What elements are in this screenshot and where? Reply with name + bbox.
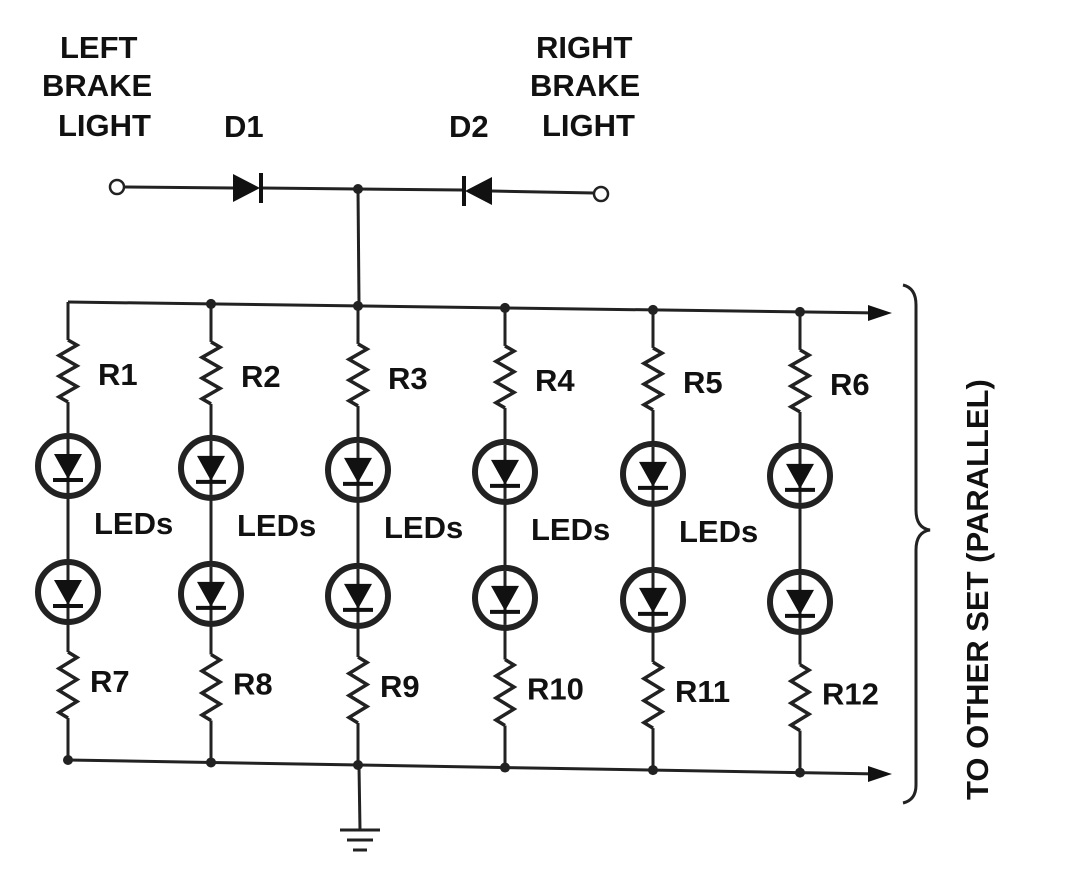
input-wiring <box>108 178 610 304</box>
led-symbol <box>472 564 538 631</box>
top-resistor <box>640 346 666 412</box>
left-brake-light-label: LEFT BRAKE LIGHT <box>42 30 152 143</box>
top-resistor-label: R6 <box>830 367 870 402</box>
top-resistor-label: R1 <box>98 357 138 392</box>
right-brake-line-3: LIGHT <box>542 108 635 143</box>
led-symbol <box>325 562 391 629</box>
bottom-resistor <box>198 652 224 722</box>
bottom-resistor-label: R8 <box>233 666 273 701</box>
leds-label: LEDs <box>237 508 316 543</box>
parallel-brace <box>902 283 931 805</box>
bottom-resistor <box>787 663 813 733</box>
bottom-rail-arrow <box>868 766 892 782</box>
d2-label: D2 <box>449 109 489 144</box>
bottom-resistor-label: R12 <box>822 677 879 712</box>
left-brake-line-3: LIGHT <box>58 108 151 143</box>
led-symbol <box>472 438 538 505</box>
top-resistor-label: R5 <box>683 365 723 400</box>
right-brake-light-label: RIGHT BRAKE LIGHT <box>530 30 640 143</box>
leds-label: LEDs <box>94 506 173 541</box>
leds-label: LEDs <box>531 512 610 547</box>
bottom-resistor-label: R9 <box>380 669 420 704</box>
top-resistor-label: R3 <box>388 361 428 396</box>
bottom-resistor <box>640 660 666 730</box>
led-symbol <box>620 440 686 507</box>
diode-d2 <box>462 176 492 206</box>
leds-label: LEDs <box>384 510 463 545</box>
led-symbol <box>767 568 833 635</box>
bottom-resistor <box>345 655 371 725</box>
bottom-ground-rail <box>67 758 892 852</box>
led-symbol <box>620 566 686 633</box>
right-brake-line-2: BRAKE <box>530 68 640 103</box>
bottom-resistor-label: R11 <box>675 674 730 709</box>
left-brake-line-2: BRAKE <box>42 68 152 103</box>
led-symbol <box>767 442 833 509</box>
diode-d1 <box>233 173 263 203</box>
led-symbol <box>178 560 244 627</box>
top-resistor-label: R4 <box>535 363 575 398</box>
led-symbol <box>325 436 391 503</box>
top-resistor <box>345 342 371 408</box>
bottom-resistor <box>492 658 518 728</box>
to-other-set-label: TO OTHER SET (PARALLEL) <box>960 379 995 800</box>
bottom-resistor-label: R10 <box>527 672 584 707</box>
bottom-resistor <box>55 650 81 720</box>
led-symbol <box>35 433 101 499</box>
bottom-resistor-label: R7 <box>90 664 130 699</box>
top-resistor <box>198 340 224 406</box>
led-symbol <box>178 434 244 501</box>
leds-label: LEDs <box>679 514 758 549</box>
d1-label: D1 <box>224 109 264 144</box>
diode-junction-node <box>353 184 363 194</box>
top-supply-rail <box>66 300 892 340</box>
right-brake-terminal <box>592 185 610 203</box>
top-resistor <box>55 338 81 404</box>
top-resistor-label: R2 <box>241 359 281 394</box>
led-symbol <box>35 559 101 625</box>
top-resistor <box>787 348 813 414</box>
left-brake-line-1: LEFT <box>60 30 138 65</box>
left-brake-terminal <box>108 178 126 196</box>
right-brake-line-1: RIGHT <box>536 30 633 65</box>
top-resistor <box>492 344 518 410</box>
top-rail-arrow <box>868 305 892 321</box>
